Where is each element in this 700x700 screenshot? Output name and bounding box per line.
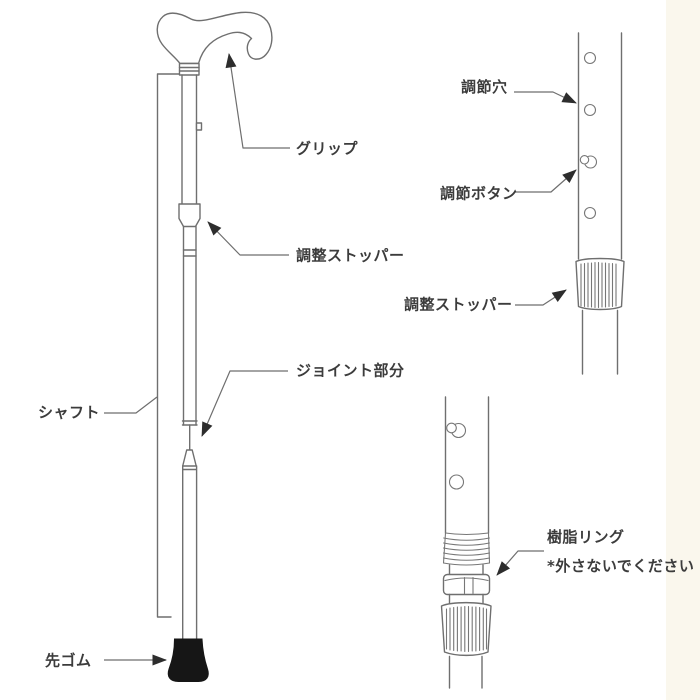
leader-lines	[104, 53, 577, 666]
adjustment-button-detail	[579, 155, 598, 169]
main-cane-figure	[156, 11, 273, 682]
stopper-main-leader-arrow	[207, 221, 289, 256]
resin-ring-slot	[463, 576, 474, 595]
adjustment-hole-label: 調節穴	[461, 78, 508, 96]
adjustment-stopper-detail-label: 調整ストッパー	[404, 296, 513, 314]
adjustment-stopper-collar	[575, 257, 625, 311]
rubber-tip	[167, 638, 209, 682]
joint-label: ジョイント部分	[296, 362, 405, 380]
labels: グリップ 調整ストッパー ジョイント部分 シャフト 先ゴム 調節穴 調節ボタン …	[38, 78, 694, 670]
lower-detail-figure	[440, 396, 492, 689]
detail2-button	[446, 422, 467, 439]
stopper-detail-leader-arrow	[515, 289, 567, 306]
collar-ribs	[580, 261, 617, 309]
shaft-label: シャフト	[38, 404, 100, 422]
threaded-section	[442, 532, 491, 566]
detail1-tube	[577, 32, 623, 260]
grip-handle	[156, 11, 273, 65]
upper-detail-figure	[575, 32, 625, 375]
resin-ring-leader-arrow	[496, 550, 544, 576]
button-leader-arrow	[514, 169, 577, 193]
shaft-section-lines	[182, 249, 197, 257]
detail2-stopper-collar	[440, 601, 492, 657]
tip-rubber-label: 先ゴム	[45, 652, 92, 670]
resin-ring-label: 樹脂リング	[547, 528, 625, 546]
adjustment-holes	[583, 51, 597, 220]
adjustment-stopper-main-label: 調整ストッパー	[296, 247, 405, 265]
right-edge-strip	[666, 0, 700, 700]
detail2-bottom-tube	[448, 655, 483, 689]
adjustment-button-label: 調節ボタン	[440, 185, 518, 203]
joint-leader-arrow	[201, 370, 288, 437]
resin-ring	[442, 573, 491, 596]
resin-ring-note-label: *外さないでください	[547, 557, 694, 575]
detail2-neck-lower	[448, 593, 484, 606]
grip-collar	[178, 62, 200, 76]
shaft-release-button	[195, 122, 203, 131]
detail2-tube	[444, 396, 490, 534]
shaft-leader-line	[104, 396, 158, 414]
detail2-neck-upper	[448, 564, 484, 575]
shaft-bracket	[156, 73, 180, 618]
adjustment-stopper-block	[178, 203, 201, 228]
grip-label: グリップ	[296, 140, 359, 158]
lower-shaft-tube	[182, 449, 198, 641]
detail2-collar-ribs	[445, 605, 488, 653]
middle-shaft-tube	[181, 225, 198, 426]
detail2-hole	[448, 474, 465, 490]
detail1-lower-tube	[581, 309, 619, 375]
hole-leader-arrow	[514, 91, 577, 104]
grip-leader-arrow	[225, 53, 290, 149]
upper-shaft-tube	[181, 74, 203, 205]
